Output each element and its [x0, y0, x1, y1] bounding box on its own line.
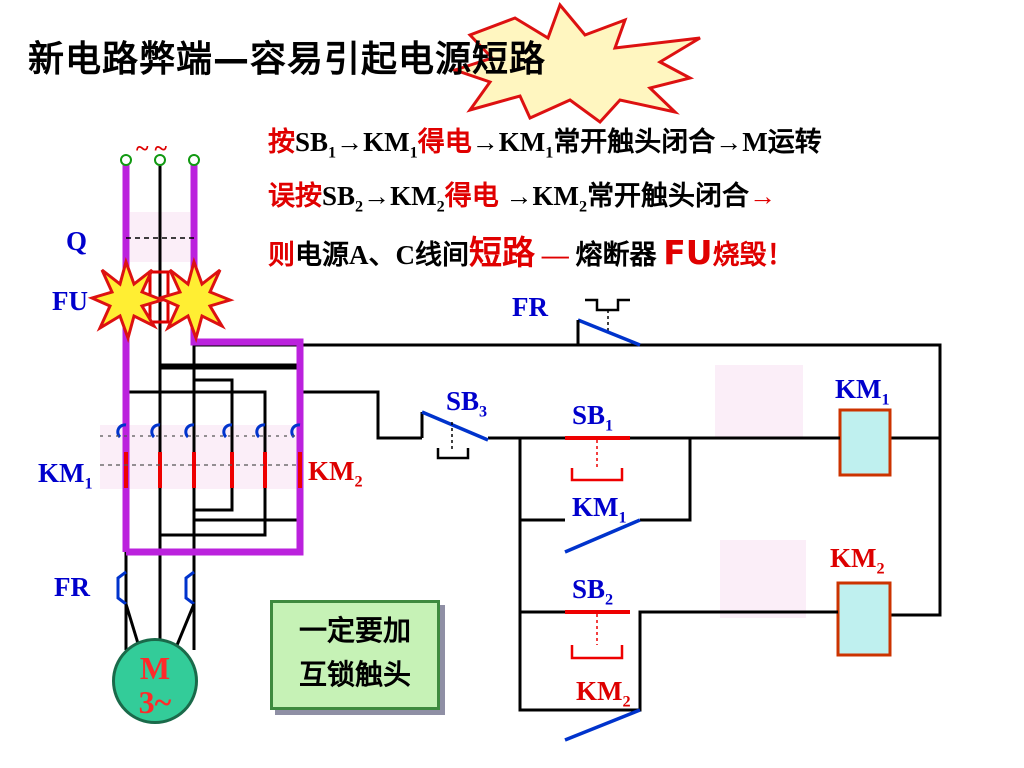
step-line-2: 误按SB2→KM2得电 →KM2常开触头闭合→	[268, 181, 777, 216]
motor-label-phase: 3~	[138, 684, 172, 720]
km1-coil-shadow	[715, 365, 803, 437]
burst-left-icon	[87, 257, 167, 343]
main-contact-bars	[124, 452, 302, 488]
km2-coil	[836, 581, 892, 657]
thermal-relay-symbol	[116, 570, 195, 606]
switch-q-label: Q	[66, 226, 88, 256]
supply-tilde-label: ~ ~	[136, 136, 167, 162]
km1-coil	[838, 408, 892, 477]
motor-label-m: M	[139, 650, 171, 686]
km1-contact-label: KM1	[572, 492, 627, 527]
terminals	[120, 154, 200, 166]
title-burst-shape	[450, 2, 701, 125]
sb3-label: SB3	[446, 386, 488, 421]
fr-control-contact	[576, 298, 641, 347]
sb2-label: SB2	[572, 574, 614, 609]
step-line-3: 则电源A、C线间短路 — 熔断器 FU烧毁！	[268, 233, 794, 272]
motor-symbol: M 3~	[112, 638, 198, 724]
sb2-button	[565, 610, 630, 660]
km2-aux-contact	[564, 708, 641, 742]
burst-right-icon	[155, 257, 235, 343]
sb1-button	[565, 436, 630, 482]
fuse-fu-label: FU	[52, 286, 88, 316]
km1-coil-label: KM1	[835, 374, 890, 409]
km2-main-label: KM2	[308, 456, 363, 491]
sb1-label: SB1	[572, 400, 614, 435]
km1-main-label: KM1	[38, 458, 93, 493]
km2-contact-label: KM2	[576, 676, 631, 711]
fr-control-label: FR	[512, 292, 548, 322]
sb3-button	[420, 410, 489, 460]
contactor-shadow	[100, 425, 300, 489]
fr-main-label: FR	[54, 572, 90, 602]
note-line-2: 互锁触头	[298, 658, 411, 691]
km1-aux-contact	[564, 518, 641, 554]
page-title: 新电路弊端—容易引起电源短路	[28, 39, 547, 80]
step1-press: 按	[268, 127, 295, 157]
km2-coil-label: KM2	[830, 543, 885, 578]
km2-coil-shadow	[720, 540, 806, 618]
step-line-1: 按SB1→KM1得电→KM1常开触头闭合→M运转	[268, 127, 822, 162]
note-line-1: 一定要加	[298, 614, 411, 647]
interlock-note: 一定要加 互锁触头	[270, 600, 440, 710]
